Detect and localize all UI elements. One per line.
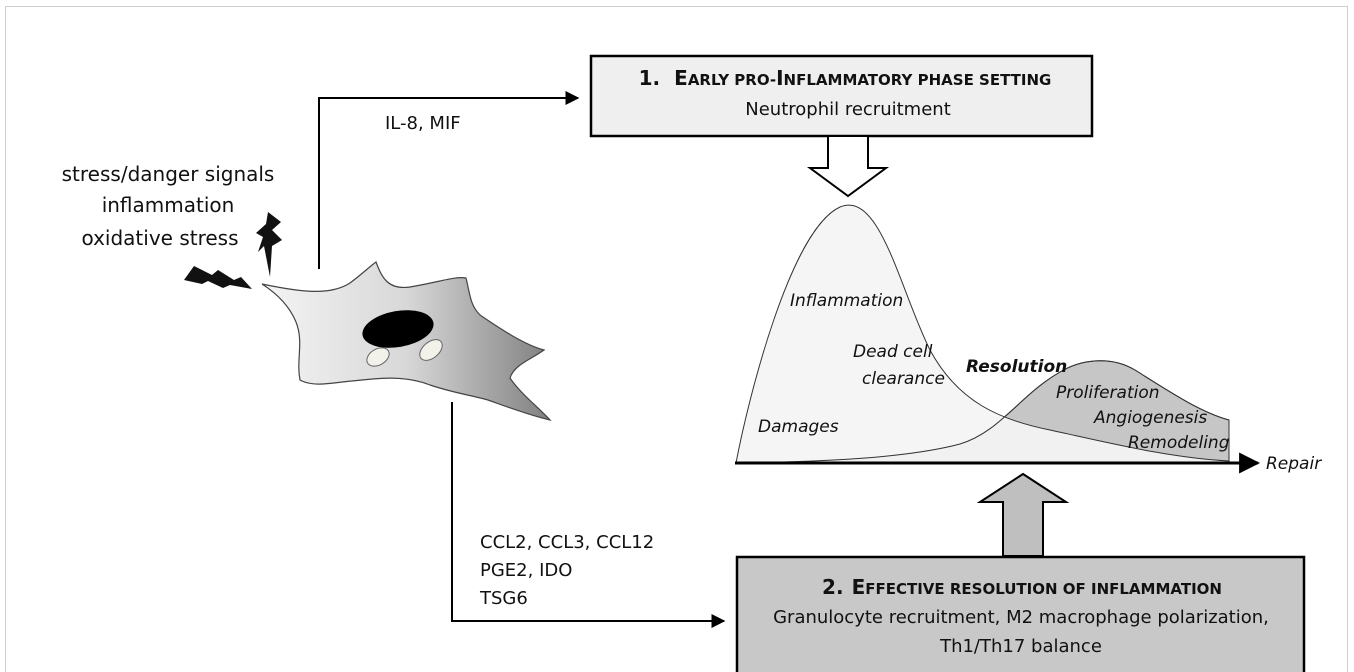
early-phase-title: 1.EARLY PRO-INFLAMMATORY PHASE SETTING bbox=[639, 66, 1052, 90]
oxidative-stress-label: oxidative stress bbox=[81, 226, 238, 250]
inflammation-signal-label: inflammation bbox=[102, 193, 235, 217]
figure-frame bbox=[5, 6, 1348, 672]
proliferation-label: Proliferation bbox=[1056, 383, 1160, 403]
angiogenesis-label: Angiogenesis bbox=[1093, 408, 1207, 428]
up-arrow bbox=[976, 472, 1070, 557]
bottom-arrow-label-1: CCL2, CCL3, CCL12 bbox=[480, 532, 654, 553]
inflammation-curve bbox=[735, 204, 1230, 464]
arrow-to-early-phase bbox=[318, 91, 580, 269]
resolution-label: Resolution bbox=[966, 357, 1067, 377]
cell-nucleus bbox=[362, 310, 434, 348]
resolution-phase-line2: Th1/Th17 balance bbox=[939, 636, 1102, 657]
clearance-label: clearance bbox=[862, 369, 945, 389]
remodeling-label: Remodeling bbox=[1128, 433, 1230, 453]
repair-curve-outline bbox=[735, 360, 1230, 464]
early-phase-subtitle: Neutrophil recruitment bbox=[745, 99, 951, 120]
top-arrow-label: IL-8, MIF bbox=[385, 113, 461, 134]
down-arrow bbox=[806, 135, 890, 198]
inflammation-label: Inflammation bbox=[790, 291, 903, 311]
resolution-phase-line1: Granulocyte recruitment, M2 macrophage p… bbox=[773, 607, 1269, 628]
resolution-phase-title: 2.EFFECTIVE RESOLUTION OF INFLAMMATION bbox=[822, 575, 1222, 599]
early-phase-box bbox=[589, 54, 1094, 138]
bottom-arrow-label-2: PGE2, IDO bbox=[480, 560, 572, 581]
arrow-to-resolution-phase bbox=[451, 402, 726, 628]
mitochondrion-icon bbox=[419, 339, 443, 361]
bottom-arrow-label-3: TSG6 bbox=[479, 588, 528, 609]
damages-label: Damages bbox=[758, 417, 839, 437]
mitochondrion-icon bbox=[366, 347, 390, 367]
repair-axis-label: Repair bbox=[1266, 454, 1322, 474]
lightning-bolt-icon bbox=[184, 266, 252, 289]
resolution-phase-box bbox=[735, 555, 1306, 672]
stress-signals-label: stress/danger signals bbox=[62, 162, 275, 186]
dead-cell-label: Dead cell bbox=[853, 342, 933, 362]
lightning-bolt-icon bbox=[256, 212, 282, 277]
